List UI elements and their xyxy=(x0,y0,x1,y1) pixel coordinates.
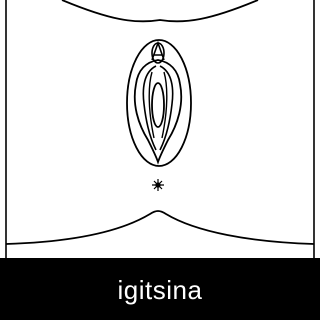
caption-bar: igitsina xyxy=(0,258,320,320)
anatomical-diagram-icon xyxy=(0,0,320,258)
illustration-background xyxy=(0,0,320,258)
caption-text: igitsina xyxy=(118,277,203,303)
